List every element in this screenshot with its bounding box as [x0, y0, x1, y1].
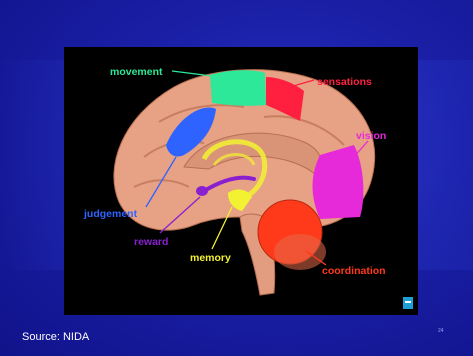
- movement-region: [210, 70, 266, 106]
- label-memory: memory: [190, 252, 231, 264]
- vision-region: [313, 145, 364, 219]
- source-caption: Source: NIDA: [22, 331, 89, 343]
- label-movement: movement: [110, 66, 163, 78]
- page-number: 24: [438, 328, 444, 334]
- publisher-logo-mark: [405, 301, 411, 303]
- label-coordination: coordination: [322, 265, 386, 277]
- label-reward: reward: [134, 236, 168, 248]
- movement-leader: [172, 71, 212, 76]
- reward-node: [196, 186, 208, 196]
- cerebellum-base: [274, 234, 326, 270]
- label-vision: vision: [356, 130, 386, 142]
- label-judgement: judgement: [83, 208, 138, 220]
- brain-diagram: movement sensations vision judgement rew…: [64, 47, 418, 315]
- label-sensations: sensations: [317, 76, 372, 88]
- brain-figure: movement sensations vision judgement rew…: [64, 47, 418, 315]
